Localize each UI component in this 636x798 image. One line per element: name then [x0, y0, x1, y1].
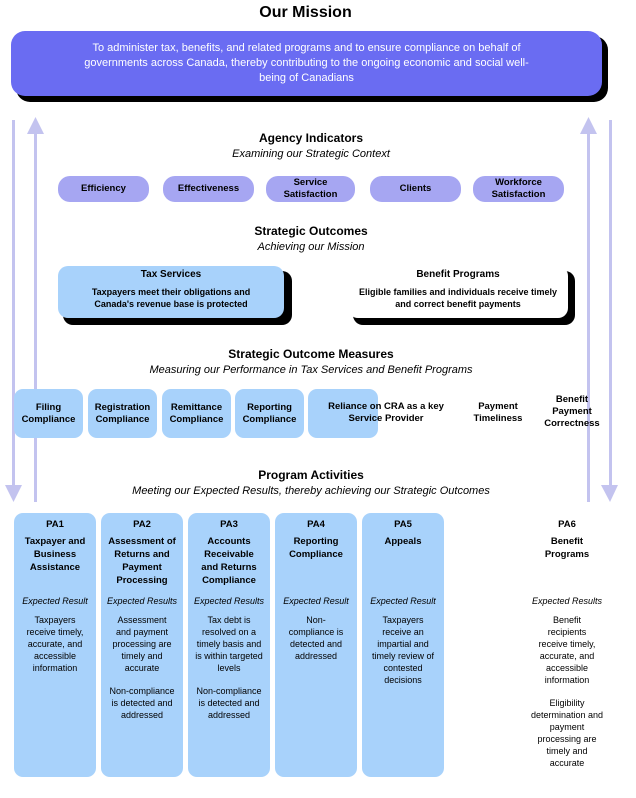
activity-expected-label: Expected Results [531, 596, 603, 606]
benefit-outcome-box: Benefit Programs Eligible families and i… [348, 266, 568, 318]
activity-result-2: Non-compliance is detected and addressed [109, 686, 175, 720]
activity-expected-label: Expected Results [106, 596, 178, 606]
indicator-clients: Clients [370, 176, 461, 202]
measures-title: Strategic Outcome Measures [228, 347, 394, 361]
measure-filing-compliance: Filing Compliance [14, 389, 83, 438]
right-down-arrow-head [601, 485, 618, 502]
activity-result-2: Non-compliance is detected and addressed [196, 686, 262, 720]
activity-result: Benefit recipients receive timely, accur… [538, 615, 596, 685]
activities-subtitle: Meeting our Expected Results, thereby ac… [132, 485, 490, 497]
activity-name: Appeals [384, 536, 422, 547]
indicator-label: Efficiency [81, 183, 126, 194]
indicator-effectiveness: Effectiveness [163, 176, 254, 202]
activity-result: Assessment and payment processing are ti… [112, 615, 172, 673]
indicator-label: Workforce Satisfaction [491, 177, 546, 200]
benefit-outcome-title: Benefit Programs [416, 269, 500, 280]
indicator-efficiency: Efficiency [58, 176, 149, 202]
indicators-subtitle: Examining our Strategic Context [232, 148, 390, 160]
activity-result: Tax debt is resolved on a timely basis a… [195, 615, 263, 673]
measure-reliance-on-cra-box [308, 389, 378, 438]
left-down-arrow-head [5, 485, 22, 502]
measure-benefit-payment-correctness: Benefit Payment Correctness [544, 394, 600, 429]
measure-label: Reporting Compliance [242, 401, 297, 425]
activity-expected-label: Expected Result [283, 596, 349, 606]
activity-code: PA4 [307, 519, 325, 530]
measure-registration-compliance: Registration Compliance [88, 389, 157, 438]
activity-result: Non-compliance is detected and addressed [288, 615, 344, 661]
activity-code: PA3 [220, 519, 238, 530]
measure-label: Filing Compliance [21, 401, 76, 425]
measure-payment-timeliness: Payment Timeliness [473, 401, 523, 424]
activity-code: PA6 [558, 519, 576, 530]
tax-outcome-text: Taxpayers meet their obligations and Can… [91, 287, 251, 309]
indicator-label: Clients [399, 183, 432, 194]
mission-title: Our Mission [259, 4, 352, 21]
activity-code: PA2 [133, 519, 151, 530]
activity-code: PA5 [394, 519, 412, 530]
indicator-service-satisfaction: Service Satisfaction [266, 176, 355, 202]
activity-pa2: PA2 Assessment of Returns and Payment Pr… [101, 513, 183, 777]
activity-pa1: PA1 Taxpayer and Business Assistance Exp… [14, 513, 96, 777]
indicator-label: Service Satisfaction [283, 177, 338, 200]
measure-remittance-compliance: Remittance Compliance [162, 389, 231, 438]
activities-title: Program Activities [258, 468, 364, 482]
side-arrows [5, 117, 618, 502]
indicator-workforce-satisfaction: Workforce Satisfaction [473, 176, 564, 202]
left-up-arrow-shaft [34, 134, 37, 502]
tax-outcome-box: Tax Services Taxpayers meet their obliga… [58, 266, 284, 318]
left-down-arrow-shaft [12, 120, 15, 485]
activity-result-2: Eligibility determination and payment pr… [530, 698, 604, 768]
right-up-arrow-head [580, 117, 597, 134]
activity-pa5: PA5 Appeals Expected Result Taxpayers re… [362, 513, 444, 777]
activity-name: Reporting Compliance [289, 536, 343, 560]
activity-pa3: PA3 Accounts Receivable and Returns Comp… [188, 513, 270, 777]
activity-pa4: PA4 Reporting Compliance Expected Result… [275, 513, 357, 777]
activity-code: PA1 [46, 519, 64, 530]
activity-name: Assessment of Returns and Payment Proces… [108, 536, 176, 586]
activity-name: Benefit Programs [544, 536, 590, 560]
measure-label: Remittance Compliance [169, 401, 224, 425]
measure-label: Registration Compliance [94, 401, 151, 425]
right-up-arrow-shaft [587, 134, 590, 502]
activity-pa6: PA6 Benefit Programs Expected Results Be… [525, 513, 609, 777]
mission-text: To administer tax, benefits, and related… [84, 42, 529, 84]
outcomes-subtitle: Achieving our Mission [257, 241, 365, 253]
right-down-arrow-shaft [609, 120, 612, 485]
outcomes-title: Strategic Outcomes [254, 224, 368, 238]
measures-subtitle: Measuring our Performance in Tax Service… [149, 364, 473, 376]
activity-expected-label: Expected Result [22, 596, 88, 606]
indicators-title: Agency Indicators [258, 131, 364, 145]
left-up-arrow-head [27, 117, 44, 134]
tax-outcome-title: Tax Services [140, 269, 202, 280]
measure-reporting-compliance: Reporting Compliance [235, 389, 304, 438]
activity-result: Taxpayers receive timely, accurate, and … [26, 615, 84, 673]
measure-reliance-on-cra: Reliance on CRA as a key Service Provide… [328, 401, 444, 424]
activity-name: Taxpayer and Business Assistance [24, 536, 86, 573]
activity-name: Accounts Receivable and Returns Complian… [201, 536, 257, 586]
activity-result: Taxpayers receive an impartial and timel… [372, 615, 435, 685]
activity-expected-label: Expected Result [370, 596, 436, 606]
indicator-label: Effectiveness [177, 183, 240, 194]
activity-expected-label: Expected Results [193, 596, 265, 606]
benefit-outcome-text: Eligible families and individuals receiv… [358, 287, 558, 309]
mission-box: To administer tax, benefits, and related… [11, 31, 602, 96]
